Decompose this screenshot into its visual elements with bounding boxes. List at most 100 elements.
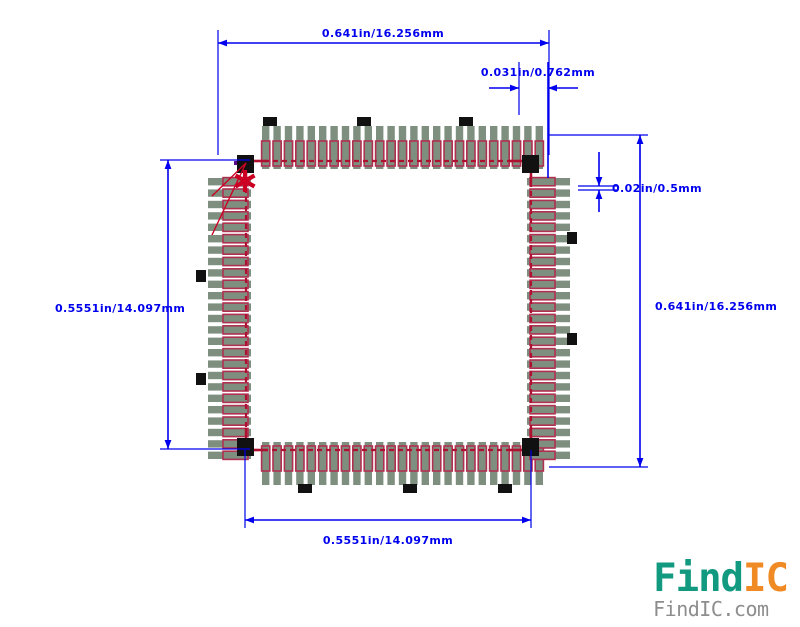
pad-outline xyxy=(222,404,249,415)
pad-outline xyxy=(488,140,499,167)
pad-outline xyxy=(222,427,249,438)
pad-outline xyxy=(529,381,556,392)
pad xyxy=(208,246,251,254)
pad-row-left xyxy=(208,176,251,461)
pad-outline xyxy=(222,199,249,210)
pad xyxy=(284,126,293,169)
pad xyxy=(527,235,570,243)
pad xyxy=(364,126,372,169)
fiducial-marker xyxy=(196,270,206,282)
pad-outline xyxy=(351,140,362,167)
pad-outline xyxy=(477,140,488,167)
pad-outline xyxy=(222,416,249,426)
pad xyxy=(262,126,270,169)
pad-outline xyxy=(511,445,522,472)
pad-outline xyxy=(294,140,305,167)
fiducial-marker xyxy=(498,484,512,493)
pad xyxy=(455,442,464,485)
pad xyxy=(208,269,251,277)
pad-outline xyxy=(351,445,362,472)
pad-outline xyxy=(465,445,476,472)
pad xyxy=(527,440,570,448)
pad xyxy=(208,292,251,300)
pin1-asterisk-icon xyxy=(234,170,256,192)
pad xyxy=(527,428,570,437)
logo-find-text: Find xyxy=(653,556,744,601)
pad-outline xyxy=(454,445,465,472)
pad-outline xyxy=(374,445,385,472)
fiducial-marker xyxy=(567,333,577,345)
pad-outline xyxy=(222,290,249,301)
pad-outline xyxy=(272,140,282,167)
pad-outline xyxy=(431,140,442,167)
pad xyxy=(387,442,395,485)
pad-outline xyxy=(222,347,249,358)
pad xyxy=(467,126,475,169)
pad-row-bottom xyxy=(260,442,545,485)
dimension-group xyxy=(160,30,648,528)
pad xyxy=(527,303,570,311)
pad xyxy=(512,442,521,485)
pad-row-right xyxy=(527,176,570,461)
pad xyxy=(433,126,441,169)
fiducial-marker xyxy=(196,373,206,385)
pad xyxy=(376,126,384,169)
pad xyxy=(208,257,251,266)
pad xyxy=(262,442,270,485)
pad-outline xyxy=(340,445,351,472)
package-outline xyxy=(234,159,537,452)
pad-outline xyxy=(294,445,305,472)
pad-outline xyxy=(222,302,249,312)
pad xyxy=(410,442,418,485)
pad-outline xyxy=(222,267,249,278)
pad xyxy=(490,126,498,169)
logo-ic-text: IC xyxy=(743,556,789,601)
corner-marker-br xyxy=(522,438,539,456)
pad-row-top xyxy=(260,126,545,169)
pad xyxy=(527,451,570,459)
fiducial-marker xyxy=(357,117,371,126)
fiducial-marker xyxy=(298,484,312,493)
pad-outline xyxy=(283,140,294,167)
pad-outline xyxy=(222,233,249,244)
pad xyxy=(387,126,395,169)
pad-outline xyxy=(222,324,249,335)
pad xyxy=(208,349,251,357)
pad-outline xyxy=(488,445,499,472)
pad-outline xyxy=(222,313,249,324)
pad-outline xyxy=(260,445,271,472)
pad xyxy=(208,360,251,368)
pad xyxy=(455,126,464,169)
pad xyxy=(319,126,327,169)
dim-label-bottom-width: 0.5551in/14.097mm xyxy=(323,534,453,547)
pad xyxy=(208,406,251,414)
pad xyxy=(208,189,251,197)
pad xyxy=(527,212,570,220)
dim-label-pad-width: 0.031in/0.762mm xyxy=(481,66,595,79)
pad xyxy=(467,442,475,485)
pad-outline xyxy=(317,140,328,167)
pad-outline xyxy=(397,140,408,167)
pad-outline xyxy=(408,445,419,472)
pad-outline xyxy=(306,140,317,167)
pad xyxy=(444,126,452,169)
pad-outline xyxy=(408,140,419,167)
pin1-indicator xyxy=(211,162,256,236)
pad xyxy=(307,126,315,169)
fiducial-marker xyxy=(263,117,277,126)
pad-outline xyxy=(222,370,249,381)
pad-outline xyxy=(222,256,249,267)
pad xyxy=(527,223,570,231)
pad-outline xyxy=(260,140,271,167)
pad xyxy=(527,394,570,402)
pad-outline xyxy=(329,140,339,167)
pad xyxy=(208,212,251,220)
pad-outline xyxy=(529,211,556,221)
pad xyxy=(208,371,251,380)
pad-outline xyxy=(222,336,249,347)
pad xyxy=(527,189,570,197)
dim-label-left-height: 0.5551in/14.097mm xyxy=(55,302,185,315)
pad xyxy=(527,200,570,209)
pad-outline xyxy=(386,140,396,167)
pad xyxy=(433,442,441,485)
